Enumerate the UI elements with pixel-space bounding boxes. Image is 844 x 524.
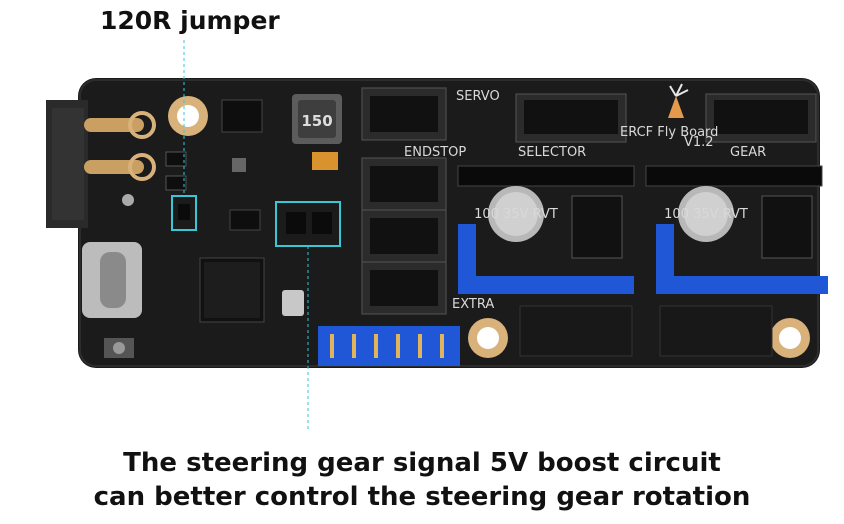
ic-top-1 (221, 99, 263, 133)
pin-header-left (571, 195, 623, 259)
capacitor-right (678, 186, 734, 242)
silk-board-name: ERCF Fly Board (620, 125, 718, 140)
pin-header-right (761, 195, 813, 259)
rp2040-chip (204, 262, 260, 318)
silk-gear: GEAR (730, 145, 766, 160)
blue-header-vertical-right (656, 224, 674, 282)
crystal (282, 290, 304, 316)
jumper-highlight-box (171, 195, 197, 231)
capacitor-left (488, 186, 544, 242)
blue-header-block-bottom (318, 326, 460, 366)
silk-extra: EXTRA (452, 297, 494, 312)
blue-header-row-left (458, 276, 634, 294)
power-pin-top (84, 118, 144, 132)
caption-line-1: The steering gear signal 5V boost circui… (123, 448, 721, 478)
caption-line-2: can better control the steering gear rot… (93, 482, 751, 512)
silk-endstop: ENDSTOP (404, 145, 466, 160)
blue-header-vertical-left (458, 224, 476, 282)
capacitor-left-label: 100 35V RVT (474, 207, 558, 222)
silk-selector: SELECTOR (518, 145, 586, 160)
capacitor-right-label: 100 35V RVT (664, 207, 748, 222)
jumper-label: 120R jumper (100, 6, 280, 35)
silk-servo: SERVO (456, 89, 500, 104)
inductor-label: 150 (301, 112, 332, 130)
carrot-logo (668, 83, 689, 118)
driver-header-right (645, 165, 823, 187)
power-pin-bottom (84, 160, 144, 174)
silk-version: V1.2 (684, 135, 714, 150)
blue-header-row-right (656, 276, 828, 294)
driver-header-left (457, 165, 635, 187)
tantalum-cap (312, 152, 338, 170)
